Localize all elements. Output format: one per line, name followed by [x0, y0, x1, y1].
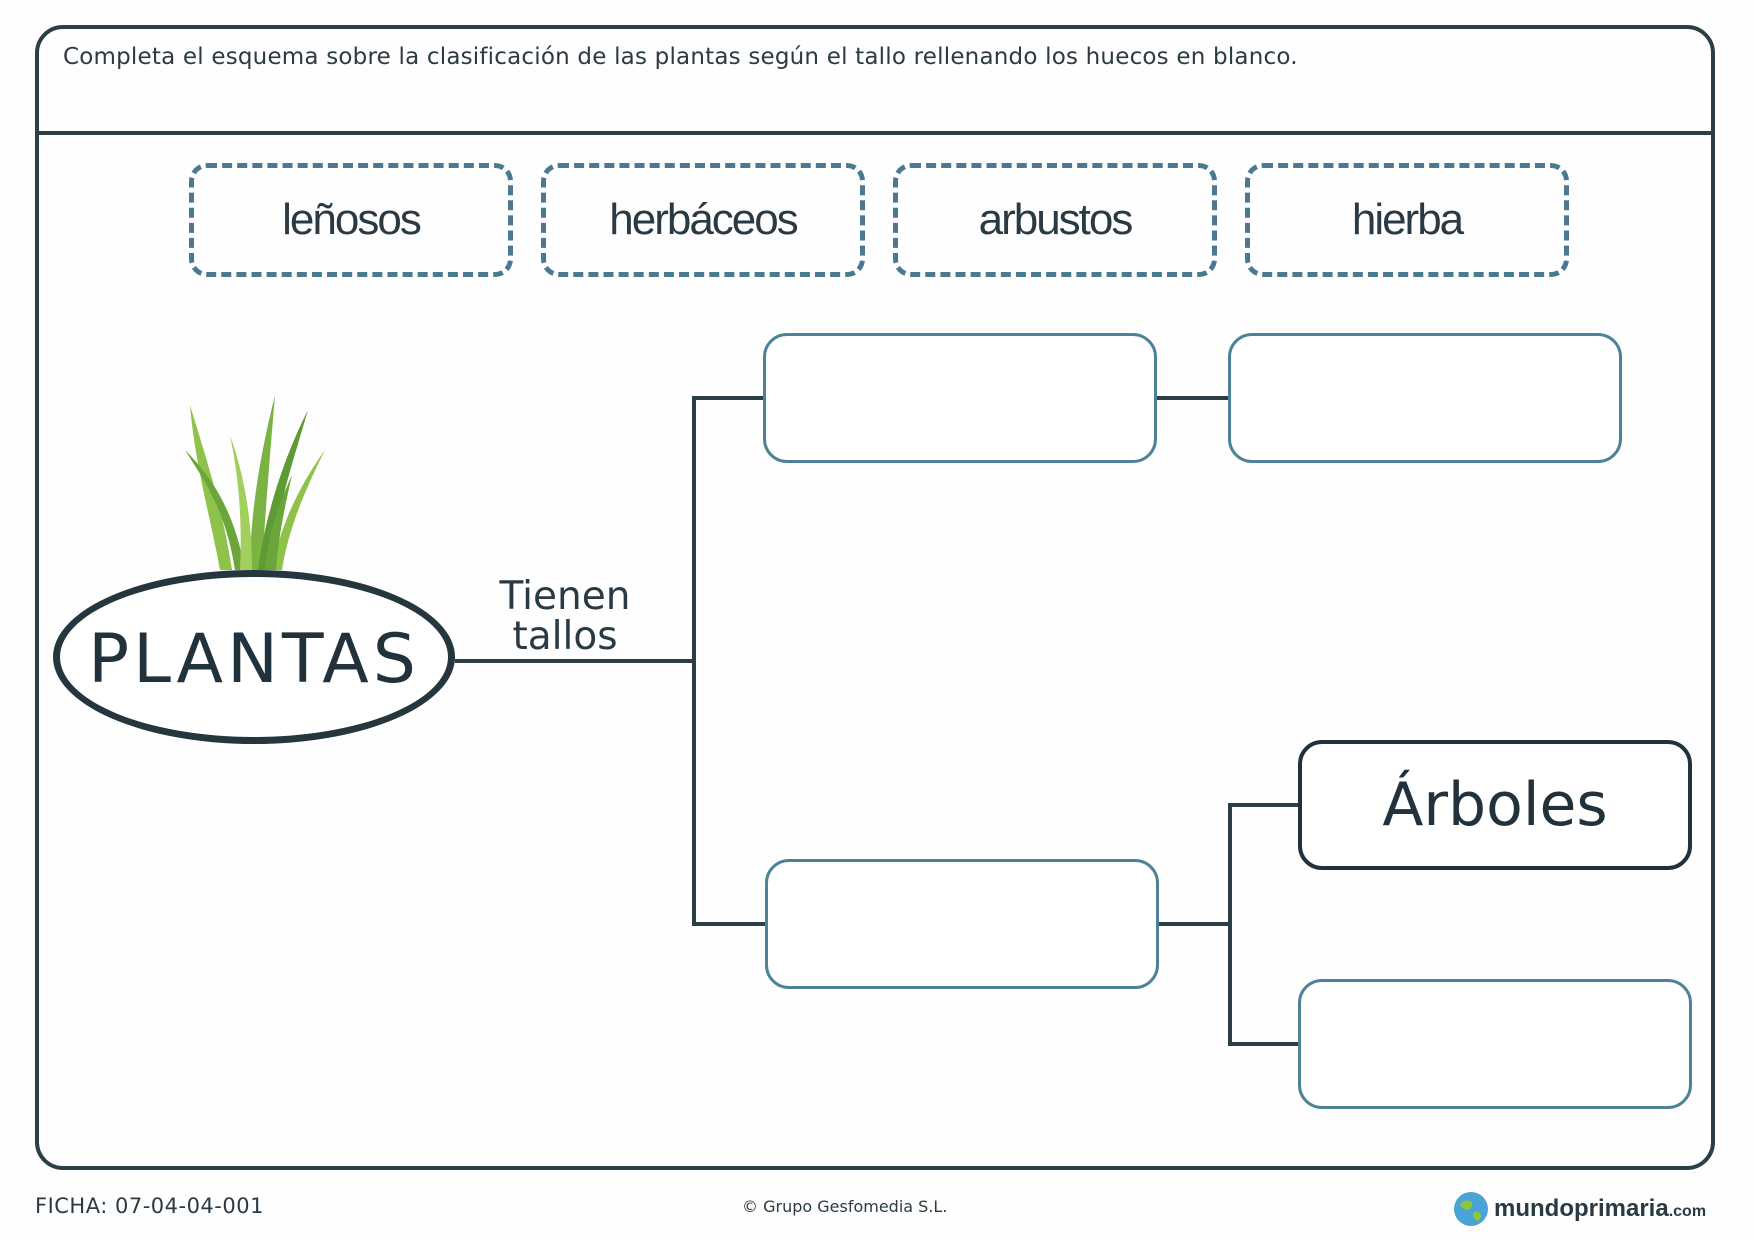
word-bank-item-arbustos[interactable]: arbustos: [893, 163, 1217, 277]
word-bank-item-lenosos[interactable]: leñosos: [189, 163, 513, 277]
word-bank-item-hierba[interactable]: hierba: [1245, 163, 1569, 277]
copyright-text: © Grupo Gesfomedia S.L.: [742, 1197, 948, 1216]
header-divider: [37, 131, 1713, 135]
branch-label-line2: tallos: [512, 614, 618, 659]
brand-name: mundoprimaria.com: [1494, 1195, 1706, 1223]
answer-box-upper-right[interactable]: [1228, 333, 1622, 463]
branch-label: Tienen tallos: [470, 577, 660, 657]
answer-box-upper-middle[interactable]: [763, 333, 1157, 463]
word-bank-item-herbaceos[interactable]: herbáceos: [541, 163, 865, 277]
brand-suffix: .com: [1668, 1203, 1707, 1220]
brand-logo: mundoprimaria.com: [1452, 1190, 1706, 1228]
grass-plant-icon: [185, 395, 325, 570]
answer-box-lower-middle[interactable]: [765, 859, 1159, 989]
worksheet-code: FICHA: 07-04-04-001: [35, 1194, 264, 1218]
root-node-plantas: PLANTAS: [53, 570, 455, 744]
root-node-label: PLANTAS: [88, 619, 420, 699]
given-box-label: Árboles: [1382, 770, 1608, 840]
branch-label-line1: Tienen: [499, 574, 631, 619]
instruction-text: Completa el esquema sobre la clasificaci…: [63, 44, 1298, 70]
globe-icon: [1454, 1192, 1488, 1226]
brand-main: mundoprimaria: [1494, 1195, 1669, 1222]
worksheet-frame: [35, 25, 1715, 1170]
answer-box-lower-right[interactable]: [1298, 979, 1692, 1109]
given-box-arboles: Árboles: [1298, 740, 1692, 870]
